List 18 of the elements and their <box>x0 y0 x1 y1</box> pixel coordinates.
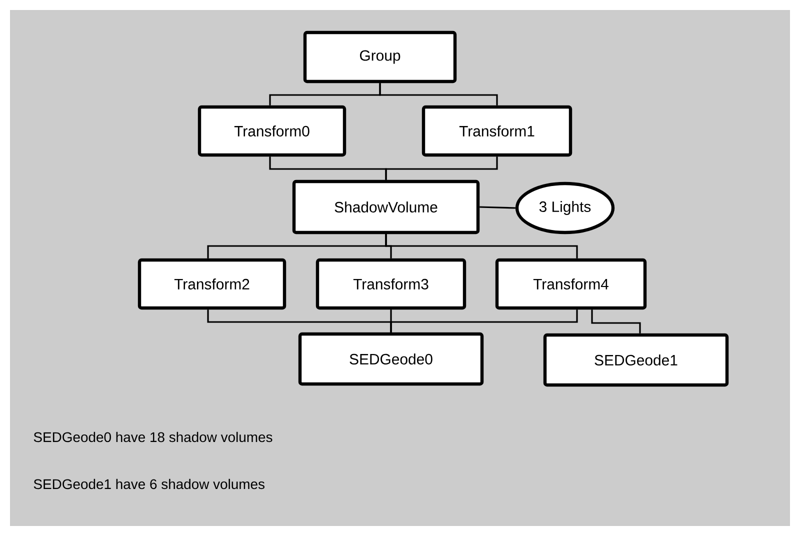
tree-node-box: SEDGeode1 <box>543 333 729 387</box>
tree-node-box: SEDGeode0 <box>298 332 484 386</box>
connector-line <box>379 83 498 106</box>
connector-line <box>385 234 578 258</box>
note-text: SEDGeode1 have 6 shadow volumes <box>34 478 264 490</box>
tree-node-box: ShadowVolume <box>292 180 480 234</box>
tree-node-box: Transform2 <box>138 258 286 310</box>
connector-line <box>480 206 516 209</box>
connector-line <box>591 310 641 334</box>
connector-line <box>390 310 578 332</box>
ellipse-node: 3 Lights <box>515 182 615 234</box>
tree-node-box: Transform0 <box>198 105 346 157</box>
tree-node-box: Transform4 <box>495 258 647 310</box>
note-text: SEDGeode0 have 18 shadow volumes <box>34 432 272 442</box>
connector-line <box>385 156 498 180</box>
tree-node-box: Transform1 <box>422 105 572 157</box>
tree-node-box: Transform3 <box>316 258 466 310</box>
tree-node-box: Group <box>303 30 457 84</box>
